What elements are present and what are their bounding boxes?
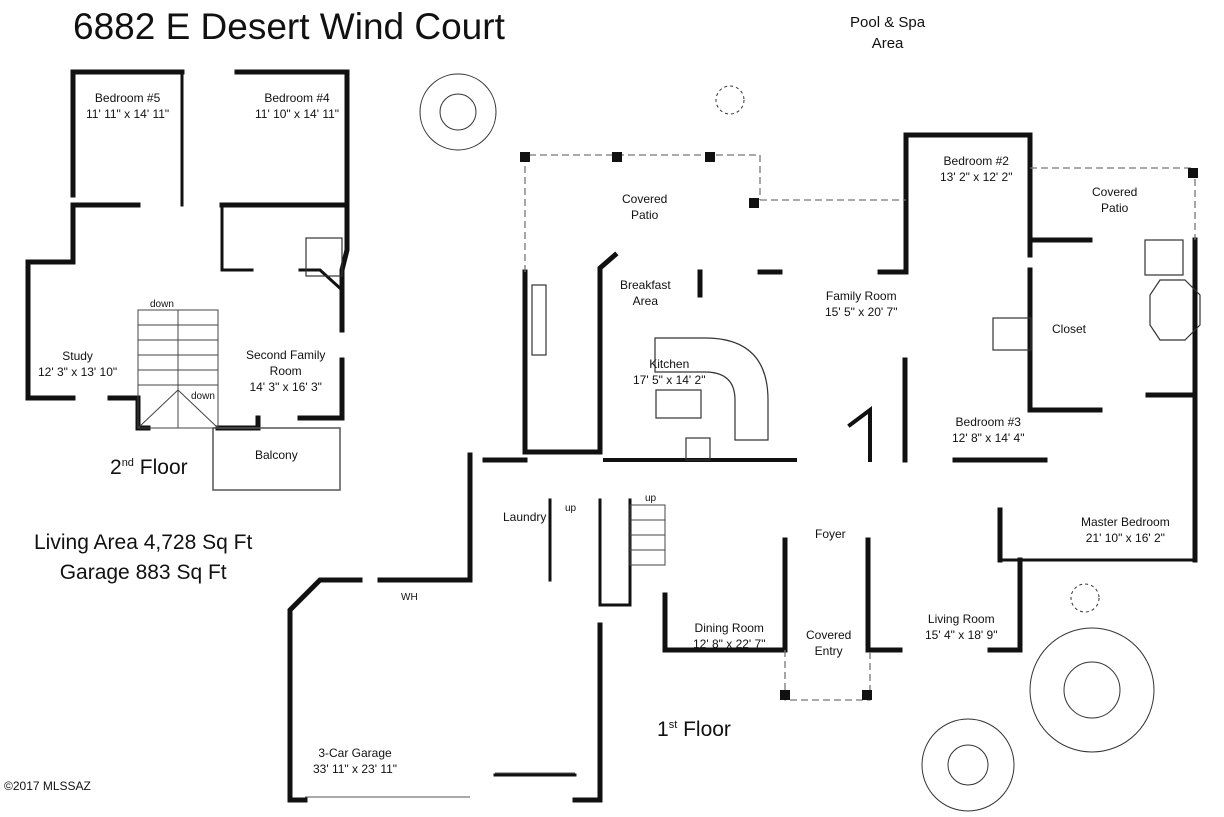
wall-stair1 [598, 498, 632, 607]
room-dims: 11' 10" x 14' 11" [255, 107, 340, 121]
wall-bed2 [903, 132, 1033, 258]
room-dims: 11' 11" x 14' 11" [86, 107, 170, 121]
room-dining: Dining Room 12' 8" x 22' 7" [693, 621, 766, 651]
wall-kitchen-left [522, 269, 603, 455]
wall-study-bottom [107, 395, 141, 431]
covered-patio-outlines [524, 154, 1196, 701]
wall-family-top [877, 187, 909, 275]
master-bath-fixtures [305, 237, 1201, 351]
room-covered-patio-left: Covered Patio [622, 192, 668, 222]
room-name-line2: Room [269, 364, 302, 378]
room-covered-patio-right: Covered Patio [1092, 185, 1138, 215]
room-bedroom4: Bedroom #4 11' 10" x 14' 11" [255, 90, 339, 122]
stairs [137, 309, 666, 566]
room-name: Bedroom #5 [94, 91, 161, 105]
room-foyer: Foyer [815, 527, 846, 541]
balcony [212, 427, 341, 491]
room-family: Family Room 15' 5" x 20' 7" [825, 289, 898, 319]
room-covered-entry: Covered Entry [806, 628, 852, 658]
room-laundry: Laundry [503, 510, 547, 524]
wall-study-top [25, 202, 76, 265]
area-summary: Living Area 4,728 Sq Ft Garage 883 Sq Ft [34, 528, 252, 588]
room-name: Second Family [246, 348, 326, 362]
room-name: Study [62, 349, 93, 363]
pool-spa-line1: Pool & Spa [850, 14, 926, 31]
wall-living-right [987, 557, 1023, 653]
garage-doors [305, 772, 575, 798]
wall-bath [220, 203, 254, 272]
room-dims: 12' 3" x 13' 10" [38, 365, 118, 379]
room-bedroom5: Bedroom #5 11' 11" x 14' 11" [86, 90, 169, 122]
pool-spa-line2: Area [871, 35, 904, 52]
water-heater-label: WH [401, 592, 418, 603]
room-bedroom2: Bedroom #2 13' 2" x 12' 2" [940, 154, 1013, 184]
room-dims: 14' 3" x 16' 3" [249, 380, 322, 394]
room-second-family: Second Family Room 14' 3" x 16' 3" [246, 347, 325, 395]
trees [419, 73, 1155, 812]
stair-up-label: up [565, 503, 577, 514]
pool-spa-label: Pool & Spa Area [850, 12, 925, 54]
wall-study-left [25, 259, 76, 401]
floor-label-2nd: 2nd Floor [110, 456, 188, 479]
wall-breakfast-left [597, 251, 619, 455]
room-garage: 3-Car Garage 33' 11" x 23' 11" [313, 746, 398, 776]
room-breakfast: Breakfast Area [620, 278, 671, 308]
room-study: Study 12' 3" x 13' 10" [38, 348, 117, 380]
room-name: Bedroom #4 [264, 91, 330, 105]
room-closet: Closet [1052, 322, 1087, 336]
wall-garage-top [377, 452, 473, 583]
stair-down-label: down [150, 299, 174, 310]
page-title: 6882 E Desert Wind Court [73, 6, 505, 47]
wall-sfr-bottom-left [215, 415, 261, 431]
columns [520, 152, 1198, 700]
wall-master-right [1145, 392, 1198, 563]
living-area: Living Area 4,728 Sq Ft [34, 531, 253, 554]
room-balcony: Balcony [255, 447, 298, 463]
kitchen-fixtures [531, 284, 769, 461]
wall-living-left [865, 537, 903, 653]
room-bedroom3: Bedroom #3 12' 8" x 14' 4" [952, 415, 1025, 445]
room-name: Balcony [255, 448, 298, 462]
room-kitchen: Kitchen 17' 5" x 14' 2" [633, 357, 706, 387]
wall-closet [1027, 267, 1103, 413]
wall-2f-top-left [70, 69, 185, 198]
wall-fireplace [847, 406, 872, 462]
room-master: Master Bedroom 21' 10" x 16' 2" [1081, 515, 1170, 545]
stair-up-label-2: up [645, 493, 657, 504]
room-living: Living Room 15' 4" x 18' 9" [925, 612, 998, 642]
floor-label-1st: 1st Floor [657, 718, 731, 741]
stair-down-label-2: down [191, 391, 215, 402]
wall-garage-left [287, 577, 363, 803]
wall-bath-right [298, 268, 345, 293]
wall-sfr-bottom-right [297, 357, 345, 421]
wall-garage-right [572, 622, 603, 803]
garage-area: Garage 883 Sq Ft [59, 561, 227, 584]
copyright: ©2017 MLSSAZ [4, 779, 91, 793]
